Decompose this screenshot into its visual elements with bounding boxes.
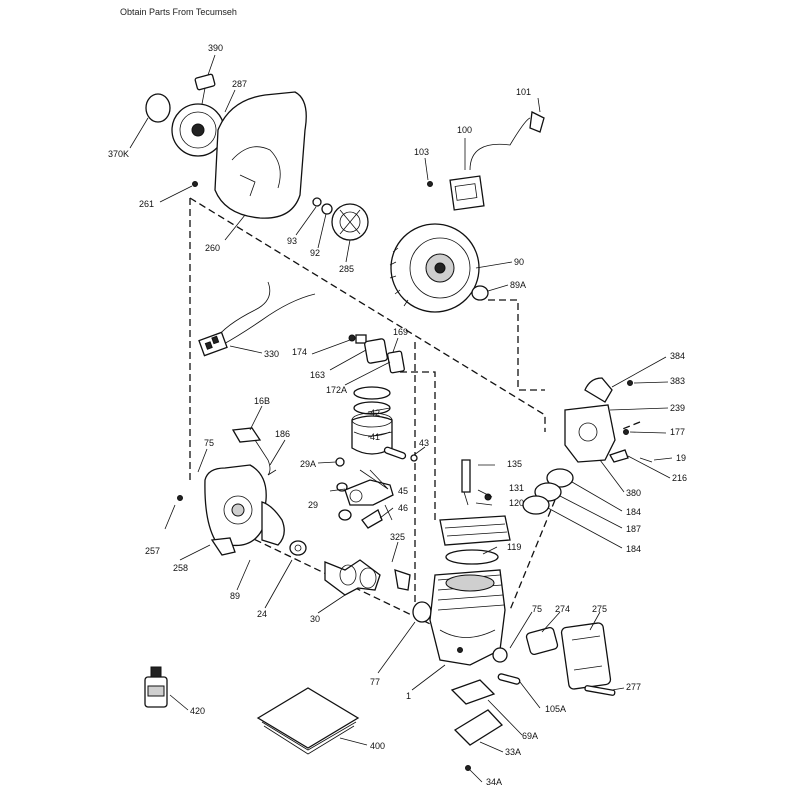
label-19: 19 — [676, 453, 686, 463]
label-287: 287 — [232, 79, 247, 89]
blower-housing — [192, 91, 307, 219]
o-ring-370k — [145, 93, 171, 123]
oil-bottle — [144, 666, 168, 708]
label-383: 383 — [670, 376, 685, 386]
label-75-right: 75 — [532, 604, 542, 614]
label-90: 90 — [514, 257, 524, 267]
label-384: 384 — [670, 351, 685, 361]
label-89a: 89A — [510, 280, 526, 290]
recoil-starter — [171, 73, 234, 157]
label-172a: 172A — [326, 385, 347, 395]
label-29a: 29A — [300, 459, 316, 469]
label-169: 169 — [393, 327, 408, 337]
washer-92 — [321, 203, 333, 215]
connecting-rod — [336, 479, 394, 529]
label-16b: 16B — [254, 396, 270, 406]
service-manual — [256, 687, 360, 755]
reed-valve-parts — [348, 334, 405, 374]
ignition-module — [427, 111, 545, 211]
intake-gaskets — [522, 468, 574, 515]
label-30: 30 — [310, 614, 320, 624]
leader-lines — [129, 54, 673, 783]
piston-assembly — [335, 386, 418, 467]
base-plates — [450, 673, 521, 771]
label-45: 45 — [398, 486, 408, 496]
label-380: 380 — [626, 488, 641, 498]
label-135: 135 — [507, 459, 522, 469]
label-131: 131 — [509, 483, 524, 493]
bearing-77 — [412, 601, 432, 623]
label-105a: 105A — [545, 704, 566, 714]
label-184-lower: 184 — [626, 544, 641, 554]
label-92: 92 — [310, 248, 320, 258]
label-89: 89 — [230, 591, 240, 601]
starter-cup — [331, 203, 369, 241]
label-390: 390 — [208, 43, 223, 53]
label-101: 101 — [516, 87, 531, 97]
muffler — [525, 622, 616, 696]
label-274: 274 — [555, 604, 570, 614]
cylinder-block — [429, 569, 506, 666]
label-163: 163 — [310, 370, 325, 380]
crankshaft — [324, 559, 411, 596]
assembly-guide-lines — [189, 197, 641, 661]
label-177: 177 — [670, 427, 685, 437]
label-103: 103 — [414, 147, 429, 157]
label-69a: 69A — [522, 731, 538, 741]
label-420: 420 — [190, 706, 205, 716]
label-400: 400 — [370, 741, 385, 751]
label-34a: 34A — [486, 777, 502, 787]
label-24: 24 — [257, 609, 267, 619]
label-43: 43 — [419, 438, 429, 448]
label-277: 277 — [626, 682, 641, 692]
label-41: 41 — [370, 432, 380, 442]
label-260: 260 — [205, 243, 220, 253]
diagram-header: Obtain Parts From Tecumseh — [120, 7, 237, 17]
label-275: 275 — [592, 604, 607, 614]
crankcase-half — [177, 464, 307, 556]
label-261: 261 — [139, 199, 154, 209]
label-285: 285 — [339, 264, 354, 274]
label-174: 174 — [292, 347, 307, 357]
wire-harness — [198, 281, 316, 357]
bracket-spring — [231, 427, 277, 476]
label-42: 42 — [370, 408, 380, 418]
label-77: 77 — [370, 677, 380, 687]
label-75-left: 75 — [204, 438, 214, 448]
carburetor — [564, 377, 653, 463]
label-100: 100 — [457, 125, 472, 135]
nut-93 — [312, 197, 322, 207]
flywheel — [389, 223, 489, 313]
label-1: 1 — [406, 691, 411, 701]
label-216: 216 — [672, 473, 687, 483]
label-258: 258 — [173, 563, 188, 573]
label-46: 46 — [398, 503, 408, 513]
label-239: 239 — [670, 403, 685, 413]
label-29: 29 — [308, 500, 318, 510]
label-330: 330 — [264, 349, 279, 359]
label-93: 93 — [287, 236, 297, 246]
label-184-upper: 184 — [626, 507, 641, 517]
cylinder-head — [439, 459, 511, 565]
label-325: 325 — [390, 532, 405, 542]
label-257: 257 — [145, 546, 160, 556]
bearing-75 — [492, 647, 508, 663]
label-119: 119 — [507, 542, 521, 552]
label-120: 120 — [509, 498, 524, 508]
label-33a: 33A — [505, 747, 521, 757]
label-187: 187 — [626, 524, 641, 534]
label-370k: 370K — [108, 149, 129, 159]
label-186: 186 — [275, 429, 290, 439]
part-labels: 390 287 370K 261 260 93 92 285 101 100 1… — [108, 43, 687, 787]
